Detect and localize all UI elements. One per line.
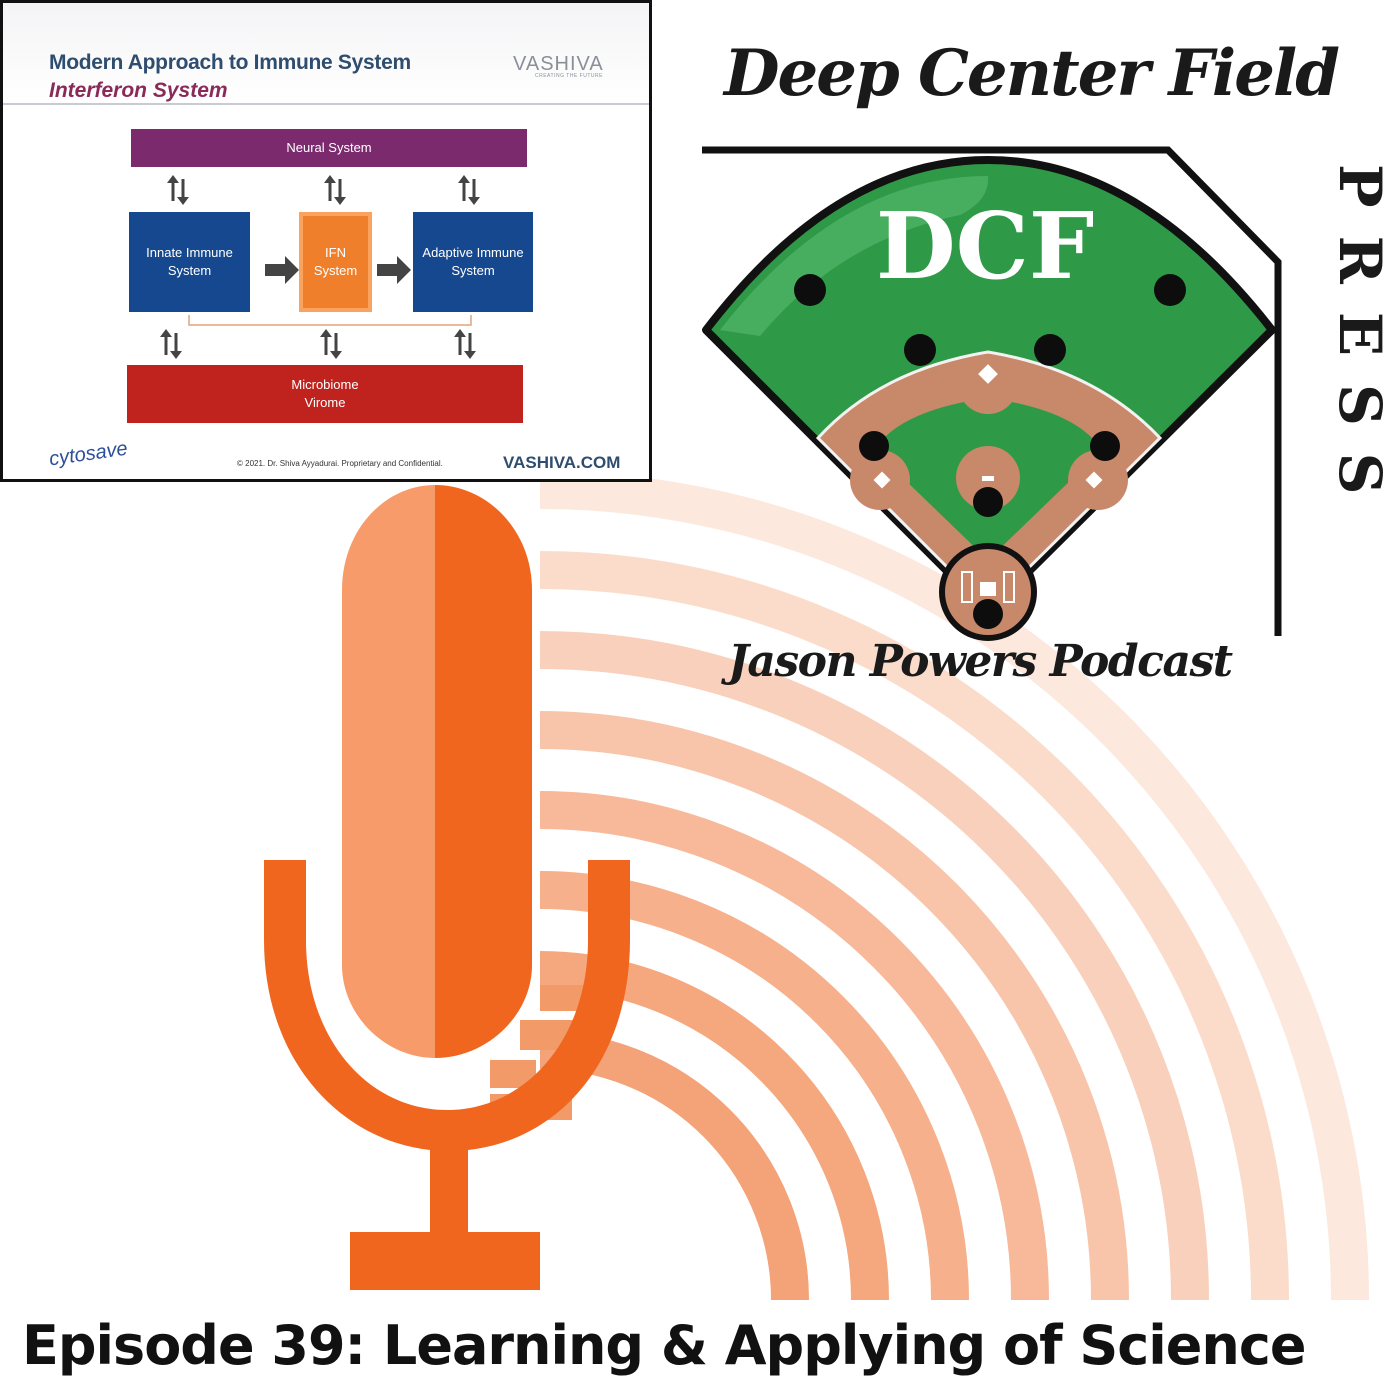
sound-wave-arc: [539, 631, 1209, 1301]
mic-capsule-dark-half: [435, 485, 532, 1058]
logo-title: Deep Center Field: [724, 36, 1340, 111]
sound-wave-arc: [539, 551, 1289, 1301]
neural-system-label: Neural System: [286, 140, 372, 155]
sound-wave-arc: [539, 791, 1049, 1301]
feedback-line: [188, 315, 472, 326]
podcast-name: Jason Powers Podcast: [728, 636, 1233, 687]
innate-immune-system-block: Innate Immune System: [129, 212, 250, 312]
fielder-dots: [794, 274, 1186, 629]
mic-capsule-light-half: [342, 485, 435, 1058]
episode-title: Episode 39: Learning & Applying of Scien…: [22, 1314, 1306, 1377]
arrow-up-down-icon: [160, 329, 476, 359]
arrow-right-icon: [265, 256, 411, 284]
innate-immune-system-label: Innate Immune System: [146, 245, 233, 278]
sound-wave-arc: [539, 711, 1129, 1301]
sound-wave-arc: [539, 471, 1369, 1301]
slide-arrows: [160, 175, 480, 359]
slide-screenshot: Modern Approach to Immune System Interfe…: [0, 0, 652, 482]
logo-side-word: PRESS: [1326, 164, 1394, 523]
microbiome-virome-label: Microbiome Virome: [291, 377, 359, 410]
neural-system-block: Neural System: [131, 129, 527, 167]
mic-holder: [264, 860, 630, 1290]
field-letters: DCF: [876, 192, 1094, 300]
microbiome-virome-block: Microbiome Virome: [127, 365, 523, 423]
logo-frame: [702, 146, 1282, 636]
slide-header-band: [3, 3, 649, 103]
slide-url: VASHIVA.COM: [503, 453, 621, 472]
slide-divider: [3, 103, 649, 105]
arrow-up-down-icon: [167, 175, 480, 205]
outfield-sheen: [720, 176, 989, 336]
sound-wave-arc: [539, 871, 969, 1301]
adaptive-immune-system-block: Adaptive Immune System: [413, 212, 533, 312]
vashiva-logo-text: VASHIVA: [513, 53, 604, 75]
vashiva-logo: VASHIVA CREATING THE FUTURE: [513, 53, 613, 83]
ifn-system-label: IFN System: [313, 245, 358, 278]
ifn-system-block: IFN System: [299, 212, 372, 312]
vashiva-logo-tagline: CREATING THE FUTURE: [535, 73, 603, 79]
slide-subtitle: Interferon System: [49, 79, 228, 102]
slide-copyright: © 2021. Dr. Shiva Ayyadurai. Proprietary…: [237, 459, 443, 468]
second-base-cutout: [958, 354, 1018, 414]
slide-title: Modern Approach to Immune System: [49, 51, 411, 74]
adaptive-immune-system-label: Adaptive Immune System: [422, 245, 524, 278]
